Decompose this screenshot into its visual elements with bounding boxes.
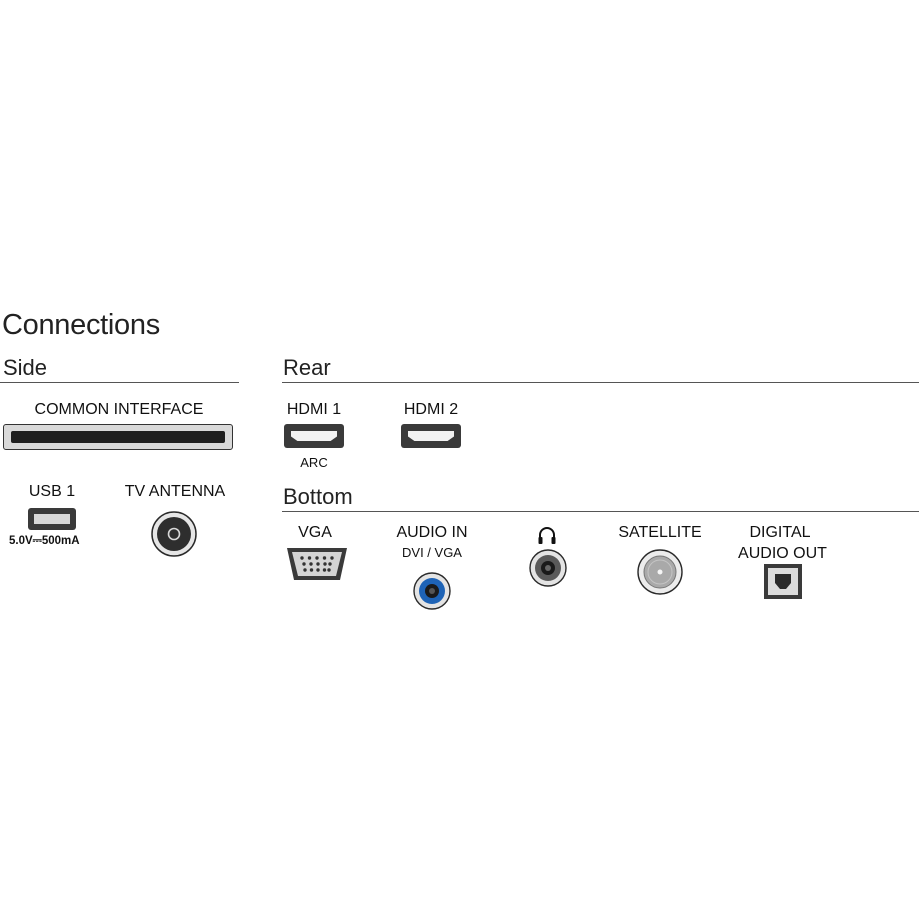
bottom-heading: Bottom <box>283 484 353 509</box>
audio-in-sublabel: DVI / VGA <box>402 545 462 560</box>
hdmi1-arc-label: ARC <box>300 455 328 470</box>
common-interface-slot-icon <box>3 424 233 450</box>
hdmi1-label: HDMI 1 <box>286 401 342 418</box>
digital-audio-out-label-line2: AUDIO OUT <box>738 545 827 562</box>
hdmi2-label: HDMI 2 <box>403 401 459 418</box>
satellite-port-icon <box>637 549 683 595</box>
side-heading: Side <box>3 355 48 380</box>
audio-in-jack-icon <box>413 572 451 610</box>
vga-label: VGA <box>298 524 332 541</box>
audio-in-label: AUDIO IN <box>396 524 468 541</box>
usb-label: USB 1 <box>28 483 76 500</box>
common-interface-label: COMMON INTERFACE <box>34 401 204 418</box>
rear-heading: Rear <box>283 355 331 380</box>
hdmi2-port-icon <box>401 424 461 448</box>
digital-audio-out-label-line1: DIGITAL <box>749 524 811 541</box>
headphone-icon <box>536 524 558 546</box>
tv-antenna-label: TV ANTENNA <box>124 483 226 500</box>
optical-port-icon <box>763 563 803 600</box>
hdmi1-port-icon <box>284 424 344 448</box>
usb-port-icon <box>28 508 76 530</box>
tv-antenna-port-icon <box>151 511 197 557</box>
vga-port-icon <box>285 546 349 582</box>
bottom-divider <box>282 511 919 512</box>
rear-divider <box>282 382 919 383</box>
page-title: Connections <box>2 309 160 341</box>
side-divider <box>0 382 239 383</box>
headphone-jack-icon <box>529 549 567 587</box>
usb-rating: 5.0V⎓500mA <box>9 535 80 547</box>
satellite-label: SATELLITE <box>618 524 702 541</box>
